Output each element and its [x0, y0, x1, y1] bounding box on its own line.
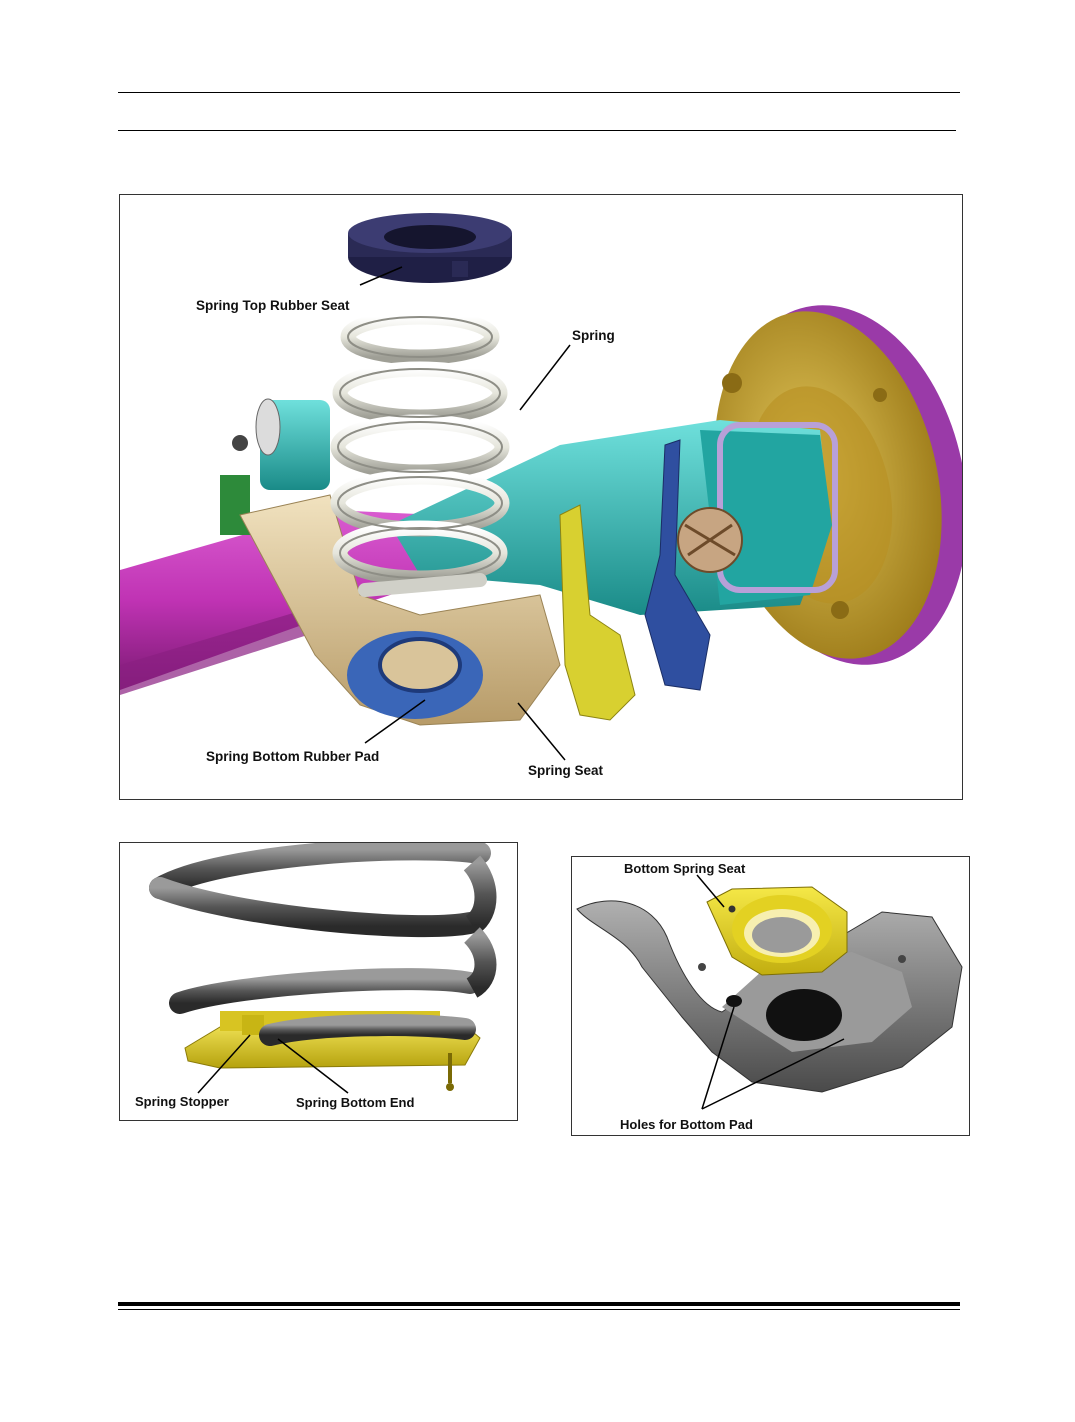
footer-rule-thin [118, 1309, 960, 1310]
bottom-spring-seat-illustration: Bottom Spring Seat Holes for Bottom Pad [576, 861, 963, 1132]
yellow-bottom-spring-seat [706, 886, 848, 976]
footer-rule-thick [118, 1302, 960, 1306]
label-spring-bottom-end: Spring Bottom End [296, 1095, 414, 1110]
damper-bracket [559, 504, 636, 721]
label-spring-stopper: Spring Stopper [135, 1094, 229, 1109]
leader-bottom-spring-seat [696, 874, 725, 908]
pad-hole [726, 995, 742, 1007]
spring-stopper-illustration: Spring Stopper Spring Bottom End [135, 843, 497, 1110]
label-spring-bottom-rubber-pad: Spring Bottom Rubber Pad [206, 749, 379, 764]
leader-spring-bottom-end [277, 1038, 349, 1094]
bottom-spring-seat-figure: Bottom Spring Seat Holes for Bottom Pad [571, 856, 970, 1136]
leader-bottom-pad [364, 699, 426, 744]
spring-bottom-rubber-pad [347, 631, 483, 719]
leader-spring-seat [517, 702, 566, 761]
leader-spring-stopper [197, 1034, 251, 1094]
label-bottom-spring-seat: Bottom Spring Seat [624, 861, 746, 876]
main-suspension-illustration: Spring Top Rubber Seat Spring Spring Bot… [120, 213, 962, 778]
leader-hole-left [701, 1006, 735, 1110]
leader-top-seat [359, 266, 403, 286]
spring-top-rubber-seat [348, 213, 512, 283]
header-rule-top [118, 92, 960, 93]
leader-spring [519, 344, 571, 411]
label-spring-top-rubber-seat: Spring Top Rubber Seat [196, 298, 350, 313]
spring-stopper [242, 1015, 264, 1035]
leader-hole-right [701, 1038, 845, 1110]
dark-spring-coil [149, 843, 491, 1046]
main-suspension-figure: Spring Top Rubber Seat Spring Spring Bot… [119, 194, 963, 800]
label-spring: Spring [572, 328, 615, 343]
spring-stopper-figure: Spring Stopper Spring Bottom End [119, 842, 518, 1121]
label-holes-for-bottom-pad: Holes for Bottom Pad [620, 1117, 753, 1132]
pivot-bushing [220, 398, 330, 535]
abs-bracket [644, 439, 711, 691]
header-rule-bottom [118, 130, 956, 131]
grey-spring-seat [576, 900, 963, 1093]
label-spring-seat: Spring Seat [528, 763, 604, 778]
